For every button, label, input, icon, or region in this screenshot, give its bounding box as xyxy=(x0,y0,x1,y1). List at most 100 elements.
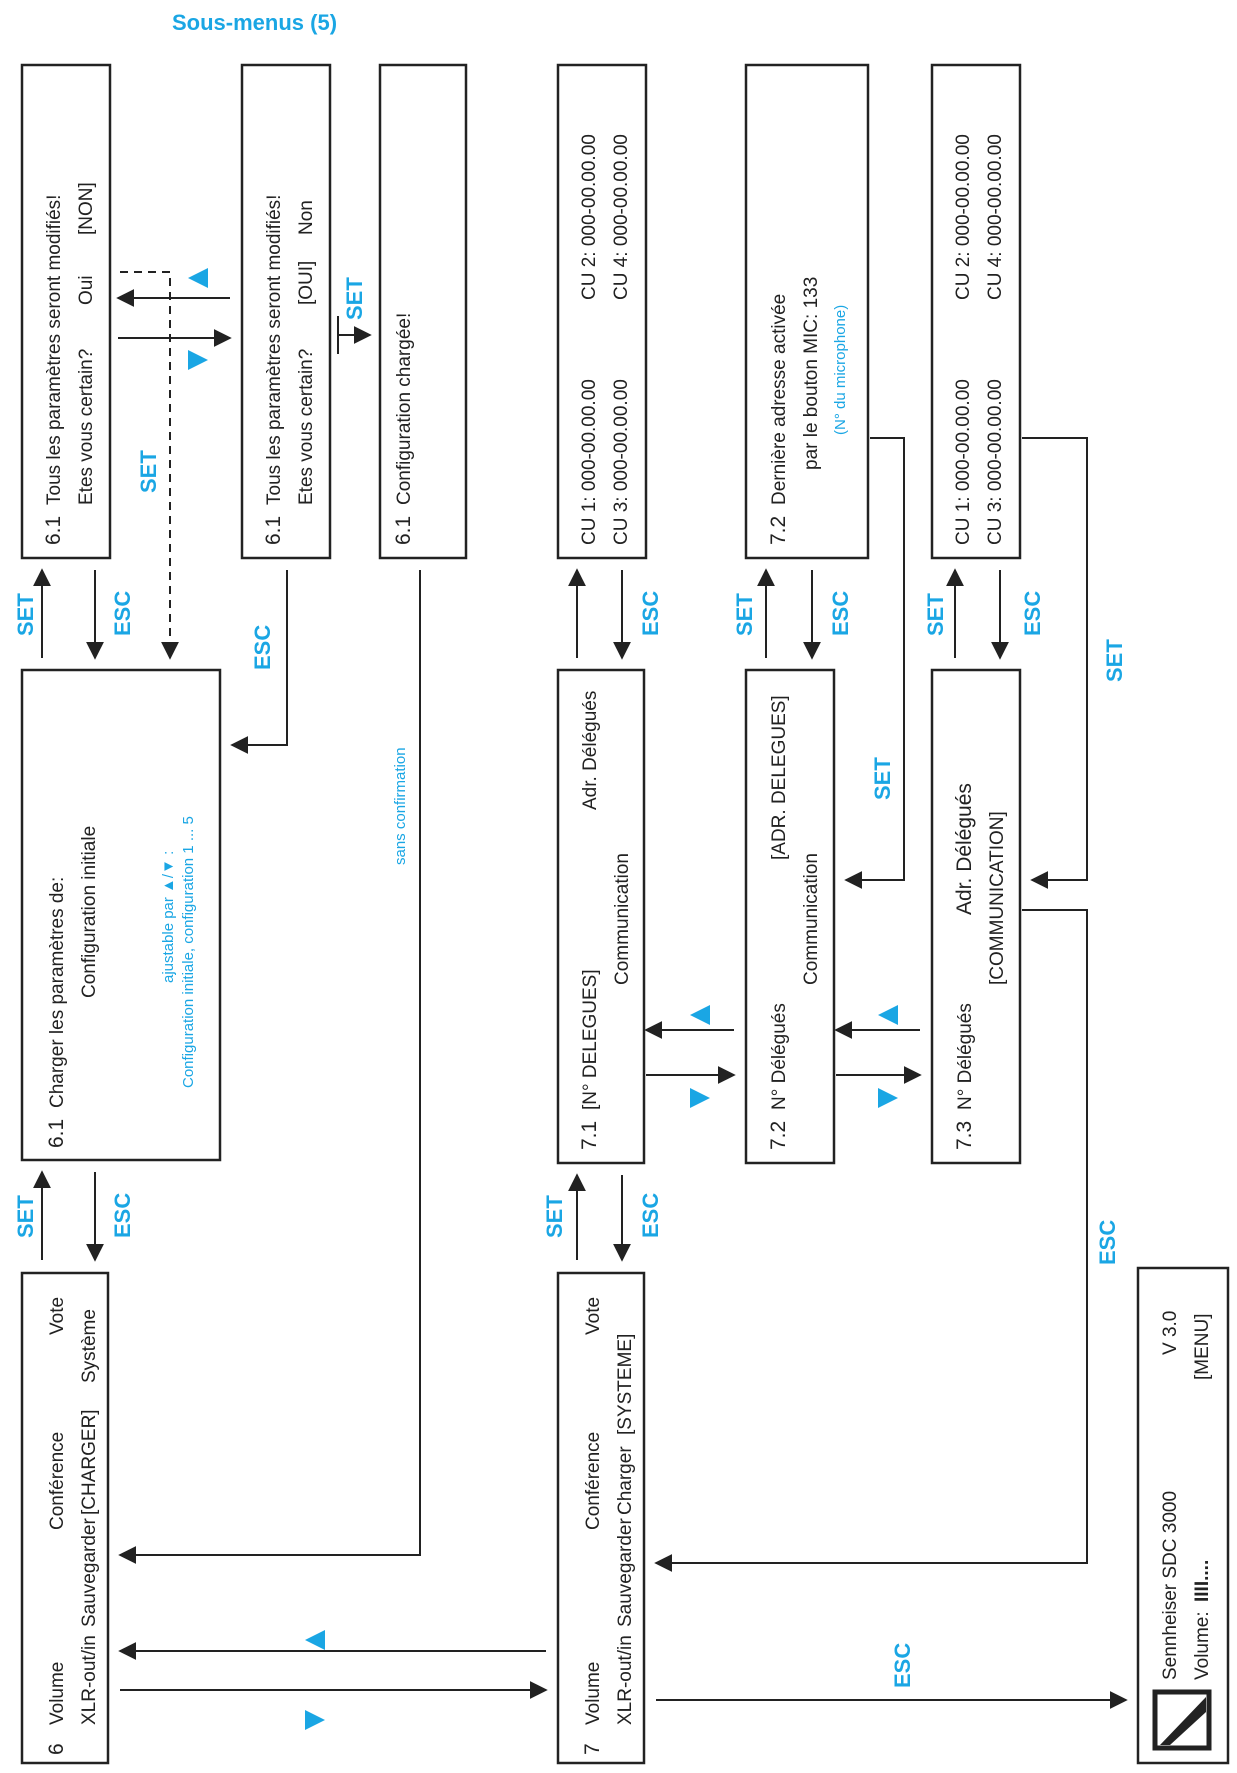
label-set-confirm-dashed: SET xyxy=(136,450,161,493)
screen-7-conference: Conférence xyxy=(583,1432,604,1530)
home-volume: Volume: xyxy=(1192,1611,1213,1680)
screen-6-vote: Vote xyxy=(47,1297,68,1335)
cu1-line-b: CU 2: 000-00.00.00 xyxy=(579,134,600,300)
label-esc-cu1: ESC xyxy=(638,591,663,636)
screen-7-1-box xyxy=(556,668,646,1165)
triangle-right-7-2 xyxy=(878,1088,898,1108)
label-set-confirm: SET xyxy=(13,593,38,636)
screen-6-1-line2: Configuration initiale xyxy=(79,826,100,998)
cu1-line-d: CU 4: 000-00.00.00 xyxy=(611,134,632,300)
label-esc-confirm: ESC xyxy=(110,591,135,636)
label-set-7-1: SET xyxy=(542,1195,567,1238)
confirm-oui-non: Non xyxy=(296,200,317,235)
cu2-line-d: CU 4: 000-00.00.00 xyxy=(985,134,1006,300)
screen-7-1-adr: Adr. Délégués xyxy=(580,691,601,810)
screen-6-conference: Conférence xyxy=(47,1432,68,1530)
screen-7-2-box xyxy=(744,668,836,1165)
screen-7-2-delegues: N° Délégués xyxy=(769,1003,790,1110)
page-title: Sous-menus (5) xyxy=(172,10,337,35)
sennheiser-logo xyxy=(1152,1689,1212,1751)
arrow-last-set-loop xyxy=(844,437,905,889)
confirm-non-line1: Tous les paramètres seront modifiés! xyxy=(44,195,65,505)
label-set-6-1: SET xyxy=(13,1195,38,1238)
screen-7-3-delegues: N° Délégués xyxy=(955,1003,976,1110)
triangle-up-6 xyxy=(305,1630,325,1650)
screen-7-3-comm: [COMMUNICATION] xyxy=(987,811,1008,985)
screen-7-box xyxy=(556,1271,646,1765)
confirm-oui-line1: Tous les paramètres seront modifiés! xyxy=(264,195,285,505)
last-address-number: 7.2 xyxy=(767,516,790,545)
arrow-cu2-set-loop xyxy=(1022,437,1088,889)
label-set-7-2: SET xyxy=(732,593,757,636)
screen-6-1-note1: ajustable par ▲/▼ : xyxy=(160,851,177,983)
triangle-left-confirm xyxy=(188,268,208,288)
screen-7-1-number: 7.1 xyxy=(578,1121,601,1150)
label-esc-7-3-to-7: ESC xyxy=(1095,1220,1120,1265)
screen-6-number: 6 xyxy=(45,1743,68,1755)
last-address-line2: par le bouton MIC: 133 xyxy=(801,277,822,470)
screen-7-number: 7 xyxy=(581,1743,604,1755)
cu2-line-b: CU 2: 000-00.00.00 xyxy=(953,134,974,300)
screen-6-1-loaded-box xyxy=(378,63,468,560)
label-esc-6-1: ESC xyxy=(110,1193,135,1238)
cu2-line-a: CU 1: 000-00.00.00 xyxy=(953,379,974,545)
screen-7-2-last-address-box xyxy=(744,63,870,560)
confirm-oui-number: 6.1 xyxy=(262,516,285,545)
screen-7-1-comm: Communication xyxy=(612,853,633,985)
confirm-non-non: [NON] xyxy=(76,182,97,235)
loaded-line1: Configuration chargée! xyxy=(394,313,415,505)
last-address-note: (N° du microphone) xyxy=(832,305,849,435)
screen-6-systeme: Système xyxy=(79,1309,100,1383)
screen-6-volume: Volume xyxy=(47,1662,68,1725)
screen-7-charger: Charger xyxy=(615,1446,636,1515)
screen-7-2-comm: Communication xyxy=(801,853,822,985)
confirm-non-line2: Etes vous certain? xyxy=(76,349,97,505)
screen-6-1-number: 6.1 xyxy=(45,1119,68,1148)
home-brand: Sennheiser SDC 3000 xyxy=(1160,1491,1181,1680)
arrow-7-3-esc-to-7 xyxy=(654,909,1088,1572)
triangle-left-7-1 xyxy=(690,1005,710,1025)
arrow-loaded-to-6 xyxy=(118,570,421,1564)
last-address-line1: Dernière adresse activée xyxy=(769,294,790,505)
screen-7-vote: Vote xyxy=(583,1297,604,1335)
home-volume-bars: IIII.... xyxy=(1192,1560,1213,1602)
screen-6-box xyxy=(20,1271,110,1765)
screen-7-3-number: 7.3 xyxy=(953,1121,976,1150)
screen-7-2-adr: [ADR. DELEGUES] xyxy=(769,695,790,860)
label-esc-7-2: ESC xyxy=(828,591,853,636)
loaded-number: 6.1 xyxy=(392,516,415,545)
screen-7-systeme: [SYSTEME] xyxy=(615,1334,636,1435)
screen-6-charger: [CHARGER] xyxy=(79,1409,100,1515)
screen-7-sauvegarder: Sauvegarder xyxy=(615,1518,636,1627)
screen-6-1-confirm-non-box xyxy=(20,63,112,560)
label-esc-7-3: ESC xyxy=(1020,591,1045,636)
screen-7-volume: Volume xyxy=(583,1662,604,1725)
cu1-line-c: CU 3: 000-00.00.00 xyxy=(611,379,632,545)
triangle-down-6 xyxy=(305,1710,325,1730)
cu1-line-a: CU 1: 000-00.00.00 xyxy=(579,379,600,545)
screen-6-1-charger-box xyxy=(20,668,222,1162)
screen-6-1-note2: Configuration initiale, configuration 1 … xyxy=(180,816,197,1088)
label-set-cu2: SET xyxy=(1102,639,1127,682)
triangle-left-7-2 xyxy=(878,1005,898,1025)
screen-7-1-delegues: [N° DELEGUES] xyxy=(580,969,601,1110)
screen-7-xlr: XLR-out/in xyxy=(615,1635,636,1725)
note-sans-confirmation: sans confirmation xyxy=(392,747,409,865)
label-esc-home: ESC xyxy=(890,1643,915,1688)
screen-6-xlr: XLR-out/in xyxy=(79,1635,100,1725)
screen-7-3-box xyxy=(930,668,1022,1165)
dashed-shortcut-line xyxy=(120,271,179,660)
home-version: V 3.0 xyxy=(1160,1311,1181,1355)
confirm-non-oui: Oui xyxy=(76,275,97,305)
label-esc-7-1: ESC xyxy=(638,1193,663,1238)
home-menu: [MENU] xyxy=(1192,1314,1213,1381)
screen-6-1-line1: Charger les paramètres de: xyxy=(47,877,68,1108)
triangle-right-confirm xyxy=(188,350,208,370)
triangle-right-7-1 xyxy=(690,1088,710,1108)
screen-6-sauvegarder: Sauvegarder xyxy=(79,1518,100,1627)
label-esc-oui: ESC xyxy=(250,625,275,670)
screen-7-2-number: 7.2 xyxy=(767,1121,790,1150)
cu-box-1 xyxy=(556,63,648,560)
arrow-oui-esc-to-6-1 xyxy=(230,570,288,754)
